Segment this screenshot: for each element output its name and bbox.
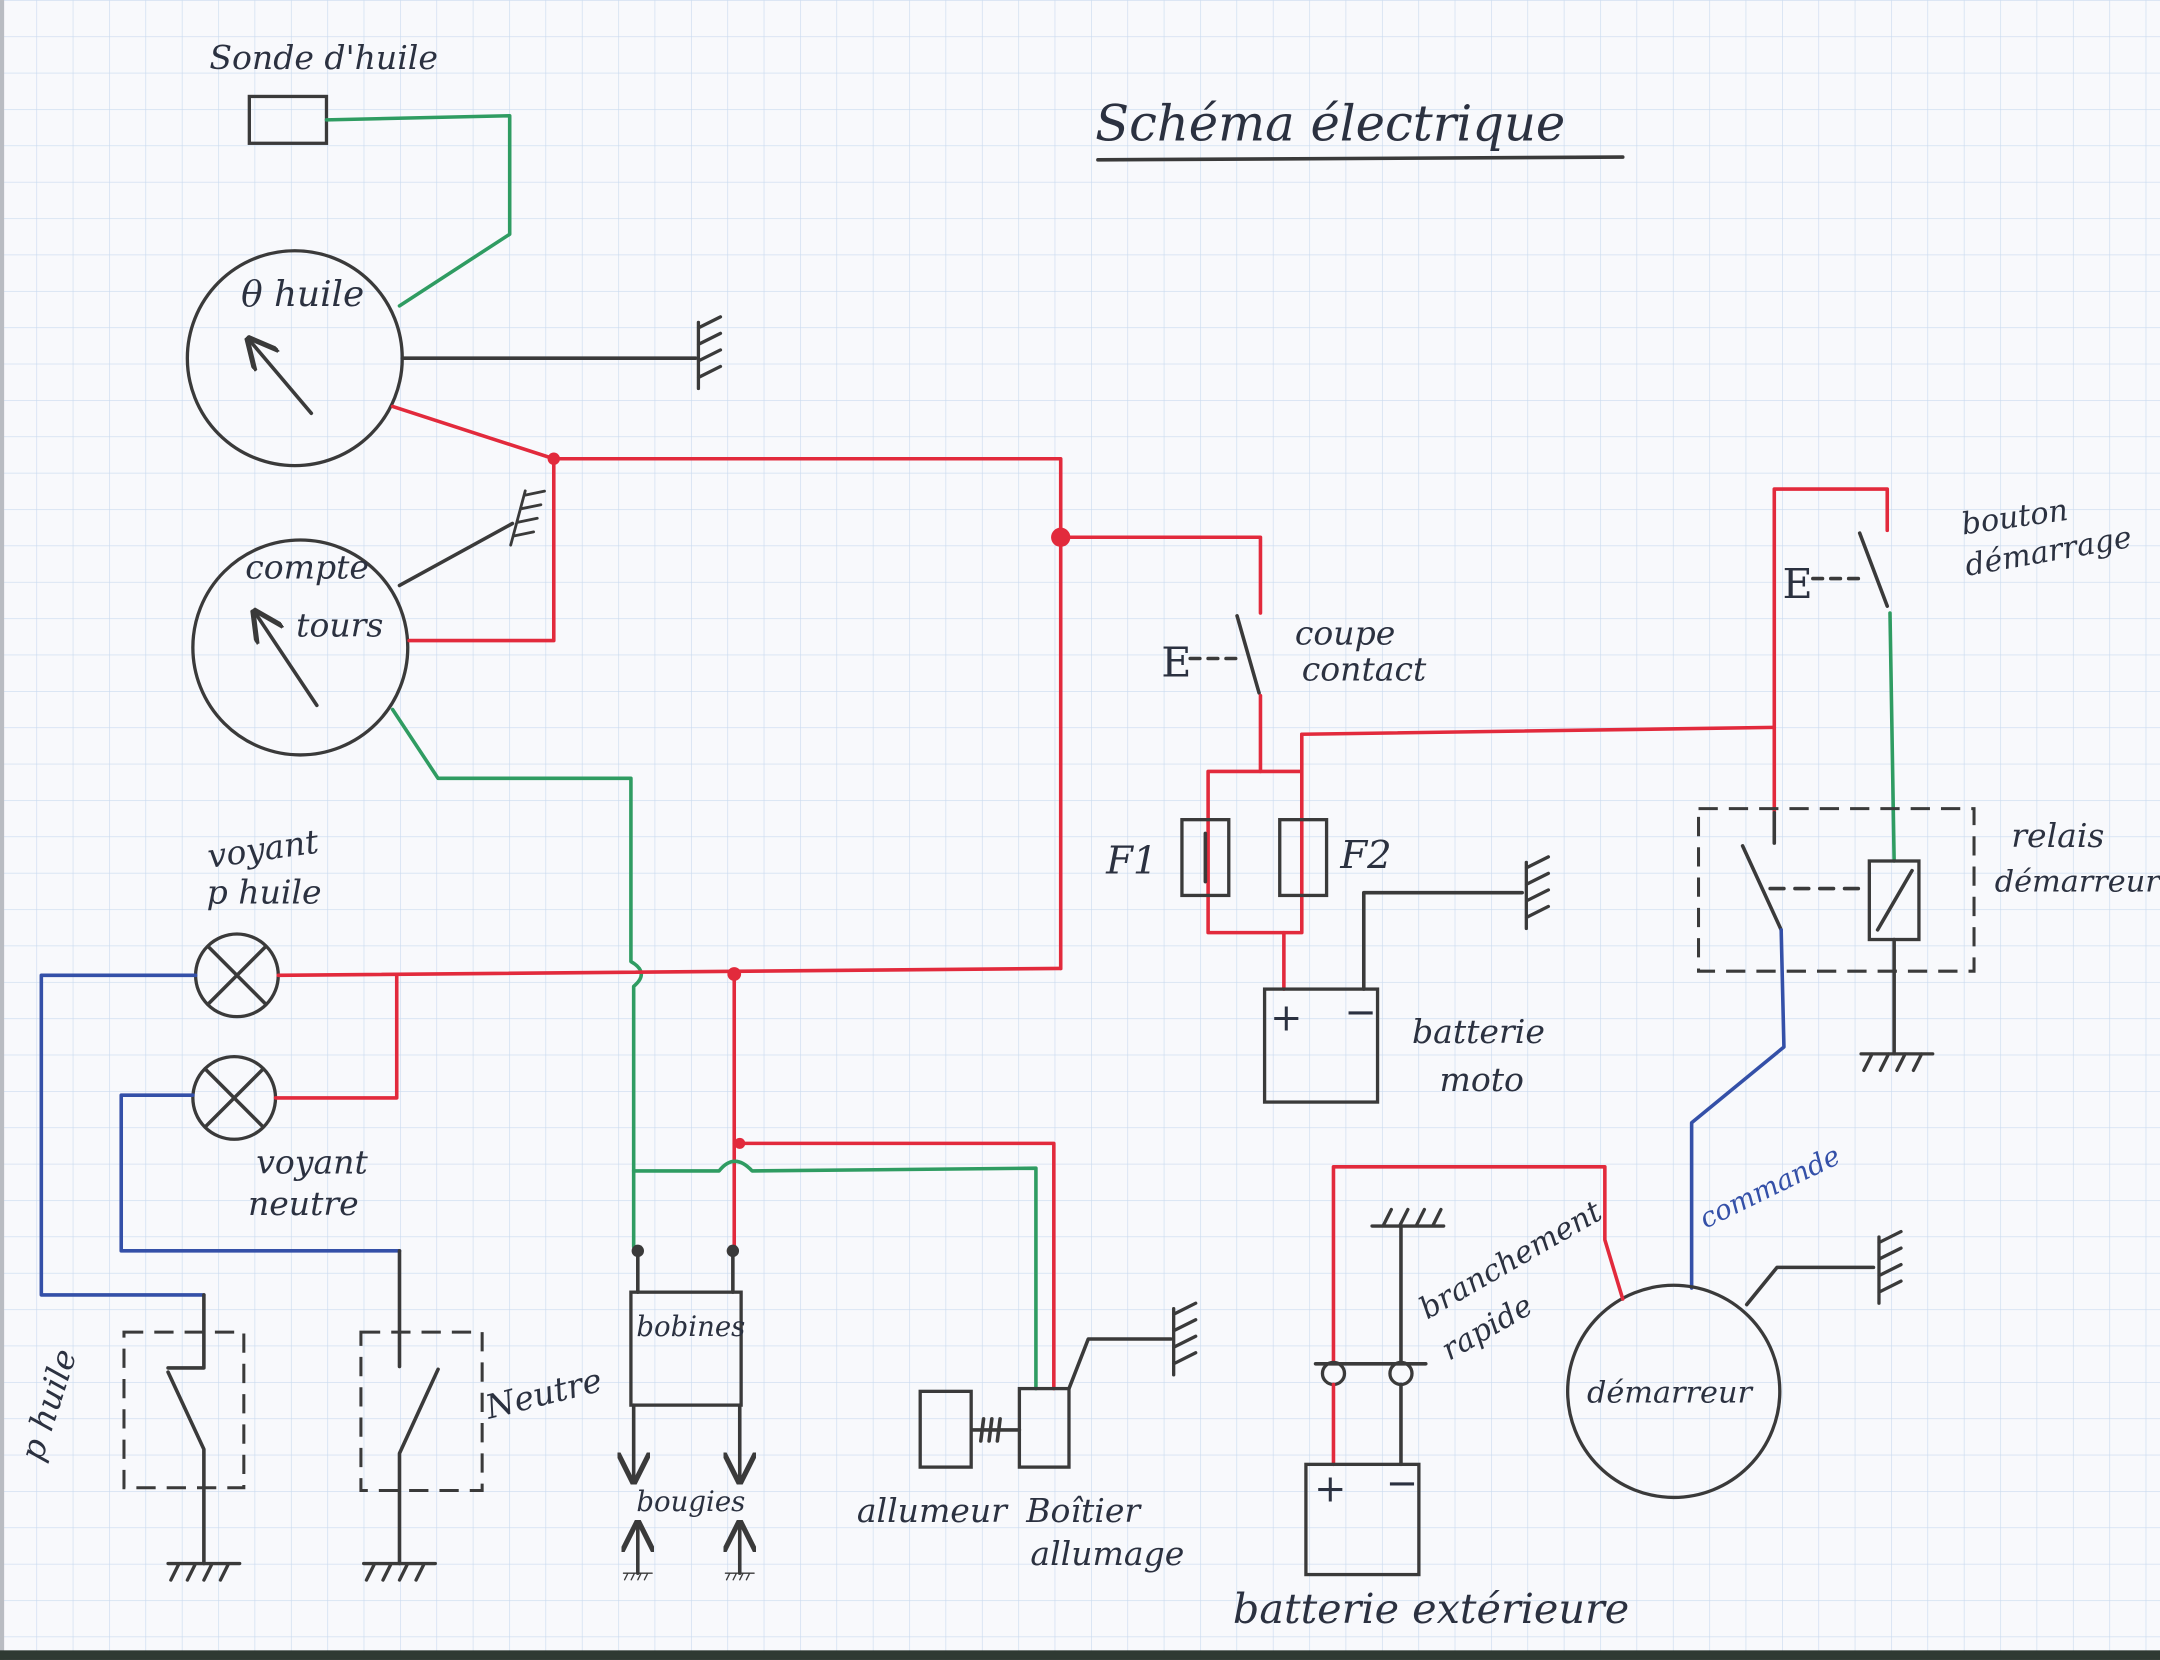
wire-red-lamps-supply [276, 966, 1063, 978]
oil-pressure-switch-contact [166, 1293, 206, 1566]
oil-sensor-label: Sonde d'huile [209, 38, 438, 77]
external-battery-body [1304, 1462, 1421, 1577]
starter-relay: relais démarreur [1697, 807, 2160, 1073]
wire-black-ignition-ground [1067, 1337, 1173, 1391]
wire-green-button-to-relay-coil [1888, 611, 1896, 863]
junction-dot [547, 452, 560, 465]
relay-coil-icon [1875, 868, 1914, 932]
wire-red-to-starter-relay [1299, 725, 1777, 737]
ignition-box-body [1017, 1386, 1071, 1469]
coil-leads [636, 1249, 735, 1294]
starter-motor: démarreur [1566, 1283, 1782, 1500]
external-battery-label: batterie extérieure [1233, 1585, 1629, 1633]
kill-switch-actuator: E [1161, 638, 1191, 686]
distributor-link [970, 1417, 1022, 1443]
tachometer: compte tours [191, 538, 410, 757]
bike-battery-positive: + [1270, 995, 1302, 1040]
wire-red-gauge-supply [390, 404, 1063, 971]
wire-black-tachometer-ground [397, 521, 515, 588]
wire-red-start-button-supply [1772, 487, 1890, 815]
oil-pressure-switch-housing [122, 1330, 246, 1490]
wire-red-starter-to-external-battery [1331, 1165, 1625, 1365]
ignition-box-label-line1: Boîtier [1025, 1491, 1142, 1530]
neutral-switch-housing [359, 1330, 484, 1493]
lamp-cross-icon [203, 1067, 265, 1129]
lamp-cross-icon [206, 944, 268, 1007]
scan-edge-left [0, 0, 5, 1660]
tachometer-label-line1: compte [245, 548, 369, 587]
start-button-blade [1857, 531, 1890, 608]
wire-green-tachometer-to-coils [390, 707, 644, 1249]
external-battery-positive: + [1314, 1467, 1346, 1512]
tachometer-dial [191, 538, 410, 757]
starter-relay-housing [1697, 807, 1976, 973]
title-underline [1096, 155, 1625, 162]
wire-black-battery-ground [1361, 890, 1524, 991]
coils-label: bobines [636, 1311, 745, 1343]
bike-battery: + − batterie moto [1262, 987, 1545, 1104]
fuse-1-label: F1 [1105, 838, 1157, 883]
wire-red-fuse-bus [1206, 732, 1304, 935]
kill-switch-blade [1235, 614, 1261, 695]
starter-motor-body [1566, 1283, 1782, 1500]
wire-black-starter-ground [1744, 1265, 1876, 1307]
neutral-switch-contact [397, 1249, 440, 1566]
coils-body [629, 1290, 743, 1407]
wire-red-to-ignition-box [732, 1141, 1056, 1391]
page-title: Schéma électrique [1095, 95, 1565, 153]
wire-blue-control [1689, 928, 1786, 1290]
oil-temp-gauge-label: θ huile [241, 274, 364, 315]
wire-red-tachometer-supply [407, 456, 556, 643]
oil-temp-gauge-needle [251, 342, 314, 416]
ignition-box: Boîtier allumage [1017, 1301, 1198, 1573]
neutral-lamp-label-line1: voyant [256, 1143, 368, 1182]
starter-motor-label: démarreur [1587, 1375, 1754, 1410]
kill-switch-label-line1: coupe [1295, 614, 1395, 653]
bike-battery-label-line1: batterie [1412, 1012, 1545, 1051]
bike-battery-negative: − [1344, 990, 1376, 1035]
oil-pressure-lamp-label-line2: p huile [207, 873, 322, 912]
wire-red-neutral-lamp [273, 973, 399, 1100]
neutral-lamp: voyant neutre [191, 1054, 368, 1223]
fuse-1: F1 [1105, 818, 1231, 898]
fuse-1-body [1180, 818, 1231, 898]
kill-switch-label-line2: contact [1302, 650, 1427, 689]
wire-green-sensor-to-gauge [324, 113, 512, 308]
starter-relay-label-line1: relais [2011, 816, 2104, 855]
fuse-2-label: F2 [1339, 833, 1391, 878]
distributor-label: allumeur [857, 1491, 1009, 1530]
bike-battery-label-line2: moto [1440, 1060, 1524, 1099]
neutral-lamp-label-line2: neutre [248, 1184, 359, 1223]
bike-battery-body [1262, 987, 1380, 1104]
starter-relay-contact [1740, 810, 1783, 932]
wire-red-to-kill-switch [1058, 535, 1263, 615]
spark-plugs: bougies [623, 1403, 754, 1581]
coils: bobines [629, 1244, 745, 1407]
scan-edge-bottom [0, 1650, 2160, 1660]
wire-green-coils-to-ignition-box [631, 1159, 1038, 1391]
kill-switch: E coupe contact [1161, 614, 1427, 695]
starter-relay-label-line2: démarreur [1995, 864, 2160, 899]
tachometer-label-line2: tours [296, 605, 383, 644]
fuse-2-body [1278, 818, 1329, 898]
fuse-2: F2 [1278, 818, 1392, 898]
wire-blue-oil-lamp-to-switch [39, 973, 206, 1297]
external-battery: + − batterie extérieure [1233, 1461, 1629, 1633]
start-button-actuator: E [1783, 560, 1813, 608]
tachometer-needle [256, 614, 319, 708]
distributor: allumeur [857, 1389, 1022, 1530]
wire-blue-neutral-lamp-to-switch [119, 1093, 402, 1253]
external-battery-negative: − [1386, 1461, 1418, 1506]
ignition-box-label-line2: allumage [1030, 1534, 1184, 1573]
spark-plugs-label: bougies [636, 1486, 745, 1518]
